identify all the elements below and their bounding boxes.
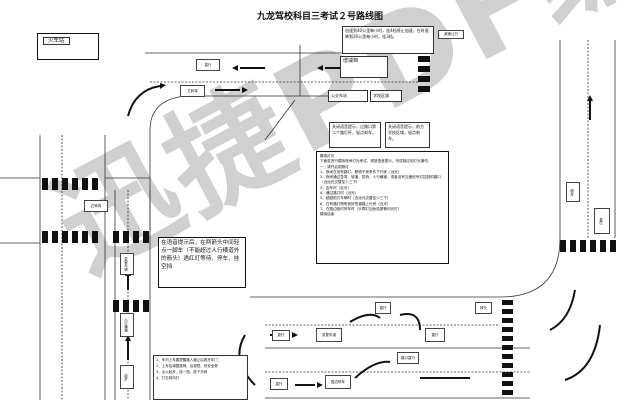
train-station-box: 火车站 [37, 33, 99, 60]
start-step: 2、上车后调整座椅、后视镜、系安全带 [156, 364, 218, 368]
lights-heading: 模拟灯光 [320, 154, 335, 158]
label-change-lane: 变更车道 [120, 253, 134, 275]
label-right-turn: 右转弯 [84, 200, 108, 212]
lights-line: 3、会车时（近光） [320, 185, 352, 190]
school-zone-box: 学校区域 [370, 90, 402, 102]
lights-line: 一、请开启前照灯 [320, 164, 349, 169]
label-u-turn: 掉头 [475, 302, 492, 314]
label-straight2: 直行 [594, 208, 610, 234]
label-pedestrian: 人行横道 [120, 313, 134, 337]
speed-note-box: 加速到40公里每小时，挂4档停止加速，在时速降到30公里每小时，挂3档。 [342, 26, 434, 54]
lights-line: 2、夜间通过急弯、坡道、拱桥、人行横道、或者没有交通信号灯控制的路口（近远光交替… [320, 175, 441, 185]
bus-stop-tip: 关闭语音提示，过路口第二个路灯杆，轻点刹车。 [329, 122, 381, 148]
page-title: 九龙驾校科目三考试２号路线图 [256, 12, 383, 22]
gear-change-box: 增减档 [340, 56, 388, 78]
label-straight5: 直行 [425, 328, 445, 342]
label-straight3: 直行 [272, 330, 290, 341]
lights-line: 模拟结束 [320, 212, 335, 217]
school-tip: 关闭语音提示，前方学校区域，轻点刹车。 [385, 122, 430, 148]
start-instructions: 1、车内上车要提醒路人避让后再开车门 2、上车后调整座椅、后视镜、系安全带 3、… [153, 355, 248, 400]
label-left-turn: 左转弯 [180, 85, 205, 97]
label-straight6: 直行 [270, 378, 288, 390]
label-lane-change2: 变更车道 [316, 328, 342, 342]
label-stop: 靠边停车 [325, 375, 351, 389]
lights-line: 下面将进行模拟夜间灯光考试，请按语音提示，完成相应的灯光操作。 [320, 159, 432, 164]
label-start: 起步 [120, 365, 134, 389]
start-step: 4、打左转向灯 [156, 376, 180, 380]
stop-line-tip: 在语音提示后，在两箭头中间轻点一脚车（不能超过人行横道外的箭头）遇红灯等待、停车… [158, 237, 246, 288]
lights-instructions: 模拟灯光 下面将进行模拟夜间灯光考试，请按语音提示，完成相应的灯光操作。 一、请… [316, 151, 449, 264]
label-pass: 超车 [566, 182, 580, 202]
label-crossing: 路口直行 [397, 352, 419, 364]
lights-line: 1、夜间在没有路灯，照明不良条件下行驶（远光） [320, 169, 402, 174]
bus-stop-box: 公交车站 [328, 90, 368, 102]
start-step: 3、点火起步，挂一档，放下手刹 [156, 370, 208, 374]
lights-line: 6、在有路灯照明良好的道路上行驶（近光） [320, 201, 391, 206]
lights-line: 5、超越前方车辆时（近远光交替至少三下） [320, 196, 391, 201]
start-step: 1、车内上车要提醒路人避让后再开车门 [156, 358, 218, 362]
train-station-label: 火车站 [43, 37, 70, 45]
label-straight4: 直行 [375, 302, 391, 314]
lights-line: 7、在路边临时停车时（示廓灯加危险报警闪光灯） [320, 206, 402, 211]
label-straight: 直行 [196, 59, 220, 71]
lights-line: 4、通过路口时（近光） [320, 191, 359, 196]
yield-box: 减速让行 [438, 30, 464, 39]
